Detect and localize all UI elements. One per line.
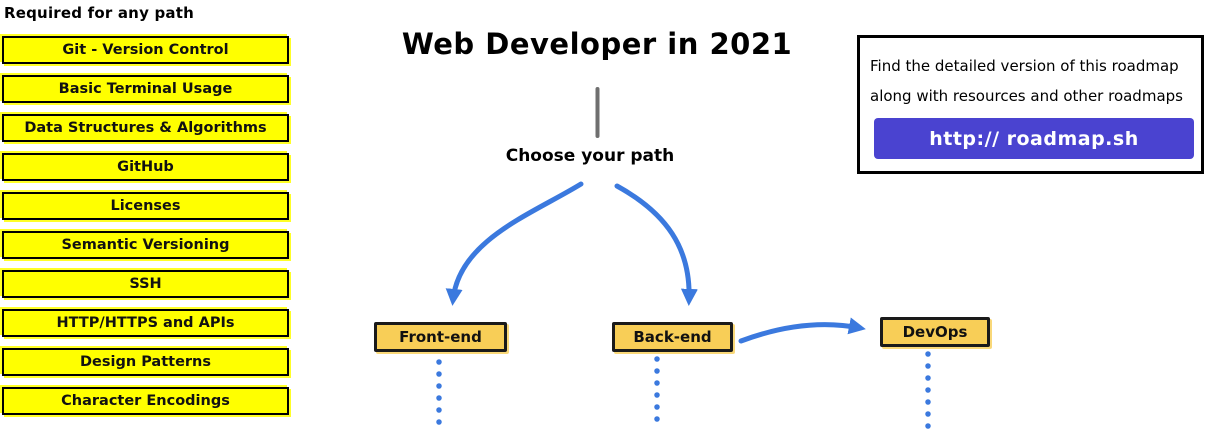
choose-path-label: Choose your path xyxy=(505,146,675,166)
required-list: Git - Version Control Basic Terminal Usa… xyxy=(2,36,290,415)
required-item-licenses[interactable]: Licenses xyxy=(2,192,289,220)
node-frontend[interactable]: Front-end xyxy=(374,322,507,352)
required-item-http[interactable]: HTTP/HTTPS and APIs xyxy=(2,309,289,337)
required-item-label: Basic Terminal Usage xyxy=(58,81,233,97)
required-item-encodings[interactable]: Character Encodings xyxy=(2,387,289,415)
required-item-design-patterns[interactable]: Design Patterns xyxy=(2,348,289,376)
required-item-dsa[interactable]: Data Structures & Algorithms xyxy=(2,114,289,142)
arrow-to-frontend-icon xyxy=(445,181,584,306)
node-frontend-label: Front-end xyxy=(399,328,482,346)
required-item-label: HTTP/HTTPS and APIs xyxy=(56,315,235,331)
required-item-semver[interactable]: Semantic Versioning xyxy=(2,231,289,259)
required-item-git[interactable]: Git - Version Control xyxy=(2,36,289,64)
node-devops-label: DevOps xyxy=(902,323,968,341)
required-item-github[interactable]: GitHub xyxy=(2,153,289,181)
node-devops[interactable]: DevOps xyxy=(880,317,990,347)
required-item-label: Licenses xyxy=(110,198,181,214)
info-box: Find the detailed version of this roadma… xyxy=(857,35,1204,174)
page-title: Web Developer in 2021 xyxy=(401,27,793,61)
required-item-label: Semantic Versioning xyxy=(61,237,230,253)
roadmap-sh-link-button[interactable]: http:// roadmap.sh xyxy=(874,118,1194,159)
required-item-label: SSH xyxy=(129,276,162,292)
required-item-label: Git - Version Control xyxy=(62,42,229,58)
arrow-to-devops-icon xyxy=(738,317,866,344)
required-item-ssh[interactable]: SSH xyxy=(2,270,289,298)
info-text: Find the detailed version of this roadma… xyxy=(870,51,1201,111)
required-item-label: Design Patterns xyxy=(79,354,212,370)
required-item-label: GitHub xyxy=(117,159,174,175)
required-item-label: Data Structures & Algorithms xyxy=(24,120,267,136)
required-item-label: Character Encodings xyxy=(61,393,230,409)
required-panel-heading: Required for any path xyxy=(4,4,194,22)
node-backend[interactable]: Back-end xyxy=(612,322,733,352)
node-backend-label: Back-end xyxy=(633,328,712,346)
info-text-line1: Find the detailed version of this roadma… xyxy=(870,57,1179,75)
required-panel: Required for any path Git - Version Cont… xyxy=(2,4,290,415)
required-item-terminal[interactable]: Basic Terminal Usage xyxy=(2,75,289,103)
arrow-to-backend-icon xyxy=(614,183,698,306)
info-text-line2: along with resources and other roadmaps xyxy=(870,87,1183,105)
